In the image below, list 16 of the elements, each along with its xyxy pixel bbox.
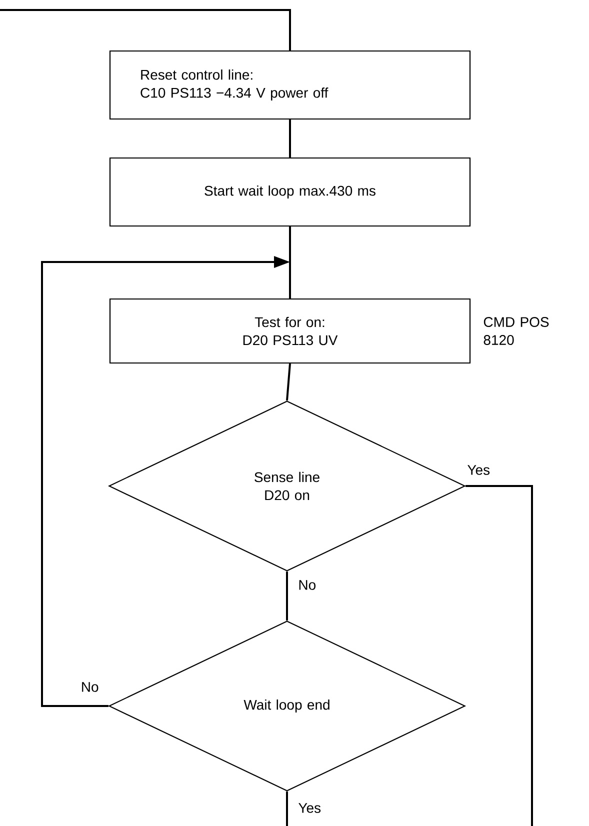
edge-label: Yes [297, 802, 322, 814]
connector-line [0, 9, 291, 50]
connector-line [286, 363, 291, 401]
edge-label: No [80, 681, 100, 693]
process-box: Reset control line: C10 PS113 −4.34 V power off [109, 50, 471, 120]
connector-line [289, 120, 291, 158]
process-box: Start wait loop max.430 ms [109, 157, 471, 227]
connector-line [286, 792, 288, 826]
connector-line [286, 572, 288, 620]
arrow [41, 256, 290, 707]
connector-line [466, 485, 533, 826]
process-box: Test for on: D20 PS113 UV [109, 298, 471, 364]
edge-label: Yes [466, 464, 492, 476]
edge-label: No [297, 579, 318, 591]
side-note: CMD POS 8120 [484, 317, 549, 345]
connector-line [289, 226, 291, 298]
